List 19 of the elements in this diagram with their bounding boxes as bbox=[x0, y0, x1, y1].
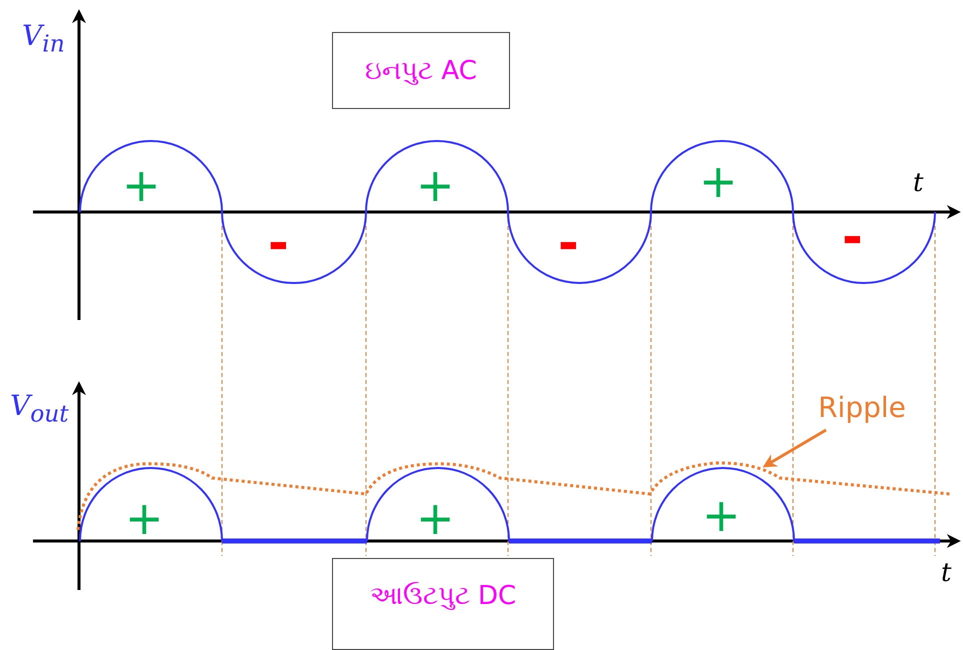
output-label-box bbox=[332, 558, 554, 650]
plus-sign: + bbox=[122, 162, 161, 208]
axis-label: t bbox=[913, 170, 924, 196]
axis-label: V$_{out}$ bbox=[10, 392, 69, 426]
plus-sign: + bbox=[702, 492, 741, 538]
plus-sign: + bbox=[125, 495, 164, 541]
minus-sign: - bbox=[558, 218, 579, 268]
axis-label: t bbox=[941, 560, 952, 586]
callout-text: Ripple bbox=[818, 390, 906, 424]
plus-sign: + bbox=[416, 495, 455, 541]
leader-arrow bbox=[762, 428, 827, 468]
minus-sign: - bbox=[268, 218, 289, 268]
title-text: આઉટપુટ DC bbox=[370, 581, 516, 611]
title-text: ઇનપુટ AC bbox=[365, 56, 477, 86]
axis-label: V$_{in}$ bbox=[22, 22, 65, 56]
plus-sign: + bbox=[699, 158, 738, 204]
plus-sign: + bbox=[416, 162, 455, 208]
input-label-box bbox=[332, 32, 510, 109]
minus-sign: - bbox=[842, 212, 863, 262]
